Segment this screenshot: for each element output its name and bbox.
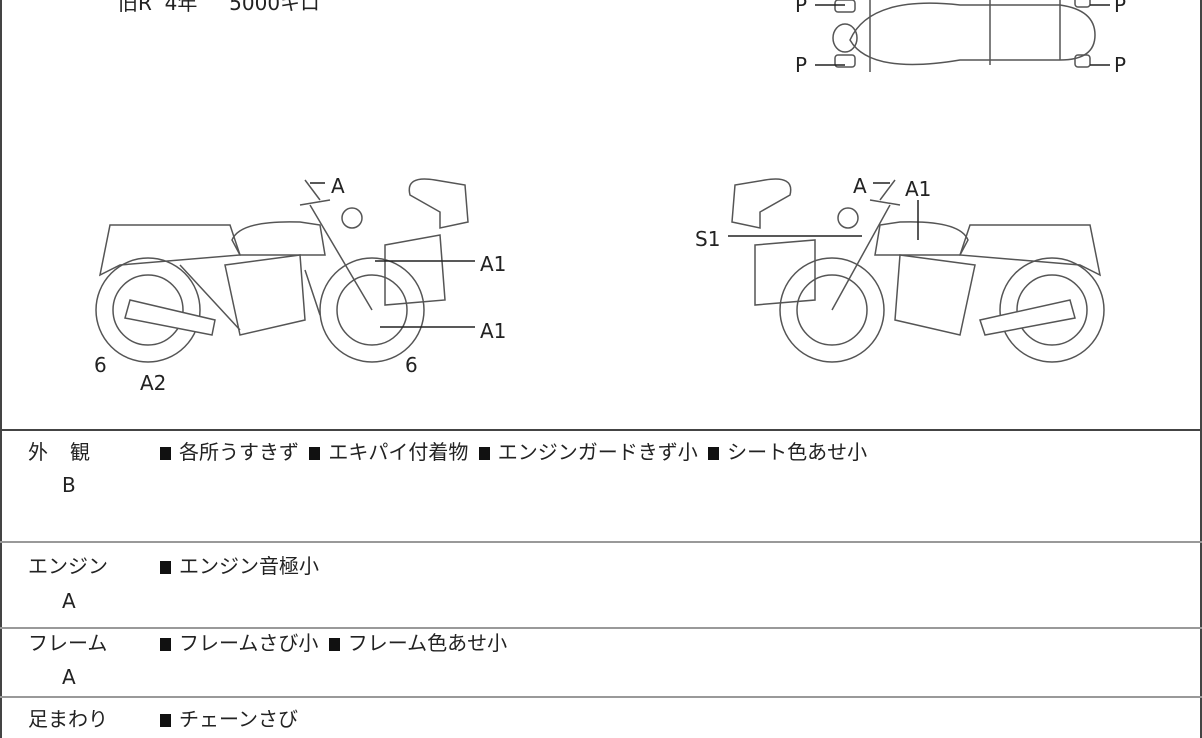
divider: [0, 627, 1202, 629]
item: シート色あせ小: [727, 440, 868, 464]
section-items: 各所うすきず エキパイ付着物 エンジンガードきず小 シート色あせ小: [156, 441, 867, 463]
top-label-rear-left: P: [1114, 0, 1127, 17]
left-label-wheel: A1: [480, 319, 507, 343]
divider: [0, 429, 1202, 431]
left-label-case: A1: [480, 252, 507, 276]
item: エンジン音極小: [179, 554, 319, 578]
left-side-motorcycle: [95, 178, 475, 363]
left-label-mirror: A: [331, 174, 345, 198]
section-label: 外 観: [28, 440, 91, 464]
model-year: 旧R: [118, 0, 152, 15]
divider: [0, 696, 1202, 698]
item: エンジンガードきず小: [497, 440, 698, 464]
item: フレーム色あせ小: [347, 631, 508, 655]
item: エキパイ付着物: [328, 440, 469, 464]
section-label: エンジン: [28, 554, 108, 578]
right-label-tank: A1: [905, 177, 932, 201]
section-label: 足まわり: [28, 707, 108, 731]
top-label-front-right: P: [795, 53, 808, 77]
right-side-motorcycle: [728, 178, 1105, 363]
section-items: チェーンさび: [156, 708, 298, 730]
section-grade: A: [62, 589, 76, 613]
left-label-front-tire: 6: [405, 353, 418, 377]
motorcycle-diagram: [95, 0, 1110, 363]
vehicle-age: 4年: [164, 0, 198, 15]
section-grade: B: [62, 473, 76, 497]
top-label-front-left: P: [795, 0, 808, 17]
divider: [0, 541, 1202, 543]
section-grade: A: [62, 665, 76, 689]
mileage: 5000キロ: [229, 0, 321, 15]
left-label-rear-tire: 6: [94, 353, 107, 377]
item: 各所うすきず: [179, 440, 299, 464]
right-label-case: S1: [695, 227, 721, 251]
section-label: フレーム: [28, 631, 108, 655]
item: チェーンさび: [179, 707, 298, 731]
top-label-rear-right: P: [1114, 53, 1127, 77]
header-info: 旧R 4年 5000キロ: [118, 0, 320, 14]
section-items: フレームさび小 フレーム色あせ小: [156, 632, 507, 654]
right-label-mirror: A: [853, 174, 867, 198]
item: フレームさび小: [179, 631, 319, 655]
left-label-muffler: A2: [140, 371, 167, 395]
section-items: エンジン音極小: [156, 555, 319, 577]
top-view-motorcycle: [815, 0, 1110, 72]
